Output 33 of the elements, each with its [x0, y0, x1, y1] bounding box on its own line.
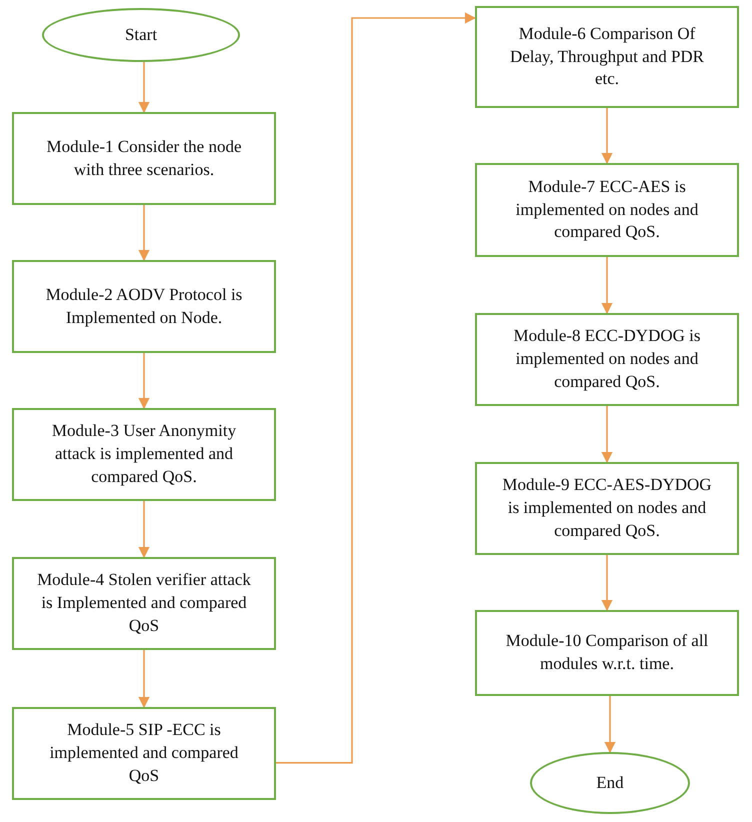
process-box: [475, 6, 739, 108]
process-box: [475, 462, 739, 555]
box-text: Module-2 AODV Protocol is Implemented on Node.: [44, 284, 244, 329]
process-box: [12, 112, 276, 205]
box-text: Module-8 ECC-DYDOG is implemented on nodes and compared QoS.: [512, 325, 702, 393]
arrow: [601, 108, 613, 164]
arrow: [276, 12, 476, 764]
arrow: [138, 501, 150, 558]
arrow: [138, 205, 150, 262]
process-box: [12, 408, 276, 501]
process-box: [475, 163, 739, 257]
arrow: [604, 696, 616, 754]
box-text: Module-9 ECC-AES-DYDOG is implemented on nodes and compared QoS.: [501, 474, 713, 542]
box-text: Module-10 Comparison of all modules w.r.t. time.: [504, 630, 710, 675]
process-box: [475, 610, 739, 696]
arrow: [601, 257, 613, 314]
process-box: [12, 557, 276, 650]
box-text: Start: [124, 24, 158, 46]
box-text: Module-6 Comparison Of Delay, Throughput and PDR etc.: [508, 22, 706, 90]
box-text: Module-5 SIP -ECC is implemented and compared QoS: [48, 719, 240, 787]
process-box: [12, 707, 276, 800]
arrow: [601, 406, 613, 464]
box-text: Module-3 User Anonymity attack is implemented and compared QoS.: [50, 420, 238, 488]
arrow: [138, 62, 150, 114]
box-text: End: [596, 772, 624, 794]
process-box: [12, 260, 276, 353]
box-text: Module-4 Stolen verifier attack is Implemented and compared QoS: [36, 569, 252, 637]
box-text: Module-1 Consider the node with three scenarios.: [46, 136, 242, 180]
box-text: Module-7 ECC-AES is implemented on nodes and compared QoS.: [514, 176, 700, 244]
arrow: [138, 353, 150, 410]
arrow: [601, 555, 613, 612]
arrow: [138, 650, 150, 708]
process-box: [475, 313, 739, 406]
